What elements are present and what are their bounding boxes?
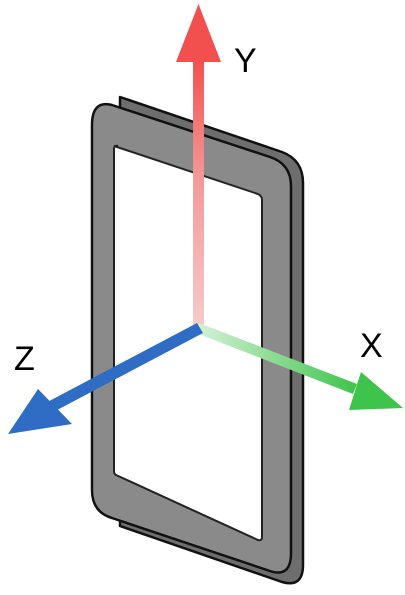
y-axis-line xyxy=(193,60,204,328)
y-axis-label: Y xyxy=(234,42,257,80)
x-axis-label: X xyxy=(360,327,383,365)
x-axis-line xyxy=(196,323,357,394)
z-axis-arrowhead xyxy=(8,389,72,434)
x-axis-arrowhead xyxy=(349,372,403,410)
z-axis-label: Z xyxy=(14,340,35,378)
z-axis-line xyxy=(36,323,203,418)
phone-screen xyxy=(113,144,263,542)
y-axis-arrowhead xyxy=(176,4,221,62)
